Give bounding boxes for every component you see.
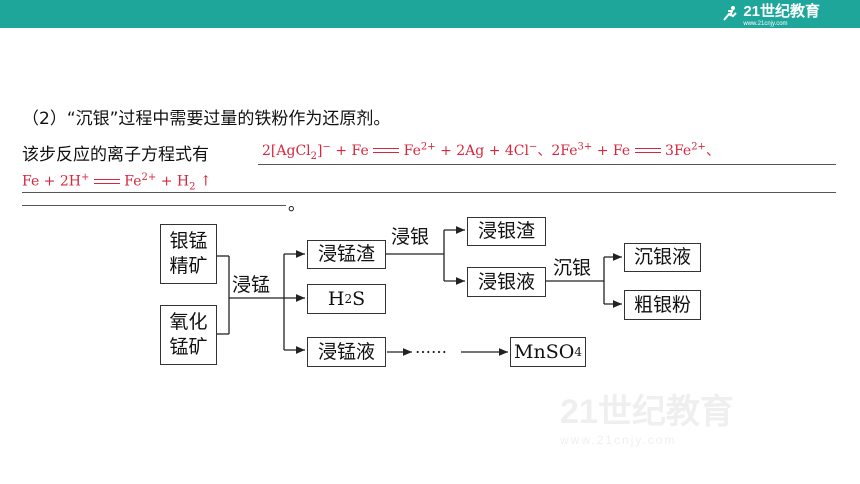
box-crude-silver: 粗银粉 [624, 290, 701, 320]
watermark-url: www.21cnjy.com [560, 433, 677, 447]
step-label-leach-ag: 浸银 [391, 226, 430, 248]
question-text: （2）“沉银”过程中需要过量的铁粉作为还原剂。 [22, 109, 391, 129]
watermark: 21世纪教育 www.21cnjy.com [560, 384, 820, 454]
answer-underline-2 [22, 192, 836, 193]
equals-bar-icon [93, 178, 120, 186]
step-label-leach-mn: 浸锰 [232, 274, 271, 296]
box-mn-residue: 浸锰渣 [307, 240, 386, 269]
equals-bar-icon [634, 147, 661, 155]
logo-text: 21世纪教育 [743, 3, 820, 20]
answer-line-2: Fe + 2H+ Fe2+ + H2 ↑ [22, 172, 212, 193]
box-precip-liquid: 沉银液 [624, 243, 701, 272]
box-ag-residue: 浸银渣 [467, 217, 546, 246]
runner-logo-icon [723, 6, 738, 21]
answer-line-1: 2[AgCl2]− + Fe Fe2+ + 2Ag + 4Cl−、2Fe3+ +… [262, 141, 720, 162]
logo-url: www.21cnjy.com [743, 21, 788, 27]
watermark-text: 21世纪教育 [560, 393, 734, 431]
box-mn-liquid: 浸锰液 [307, 337, 386, 367]
end-punctuation: 。 [288, 195, 305, 215]
equals-bar-icon [373, 147, 400, 155]
ore-box-manganese-oxide: 氧化 锰矿 [160, 305, 217, 365]
dots-label: …… [415, 338, 447, 357]
header-bar: 21世纪教育 www.21cnjy.com [0, 0, 860, 28]
answer-underline-1 [258, 164, 836, 165]
step-label-precip-ag: 沉银 [553, 257, 592, 279]
brand-logo: 21世纪教育 www.21cnjy.com [721, 3, 820, 27]
answer-underline-3 [22, 205, 286, 206]
box-ag-liquid: 浸银液 [467, 267, 546, 297]
question-prompt: 该步反应的离子方程式有 [22, 145, 209, 165]
ore-box-silver-manganese: 银锰 精矿 [160, 224, 217, 284]
